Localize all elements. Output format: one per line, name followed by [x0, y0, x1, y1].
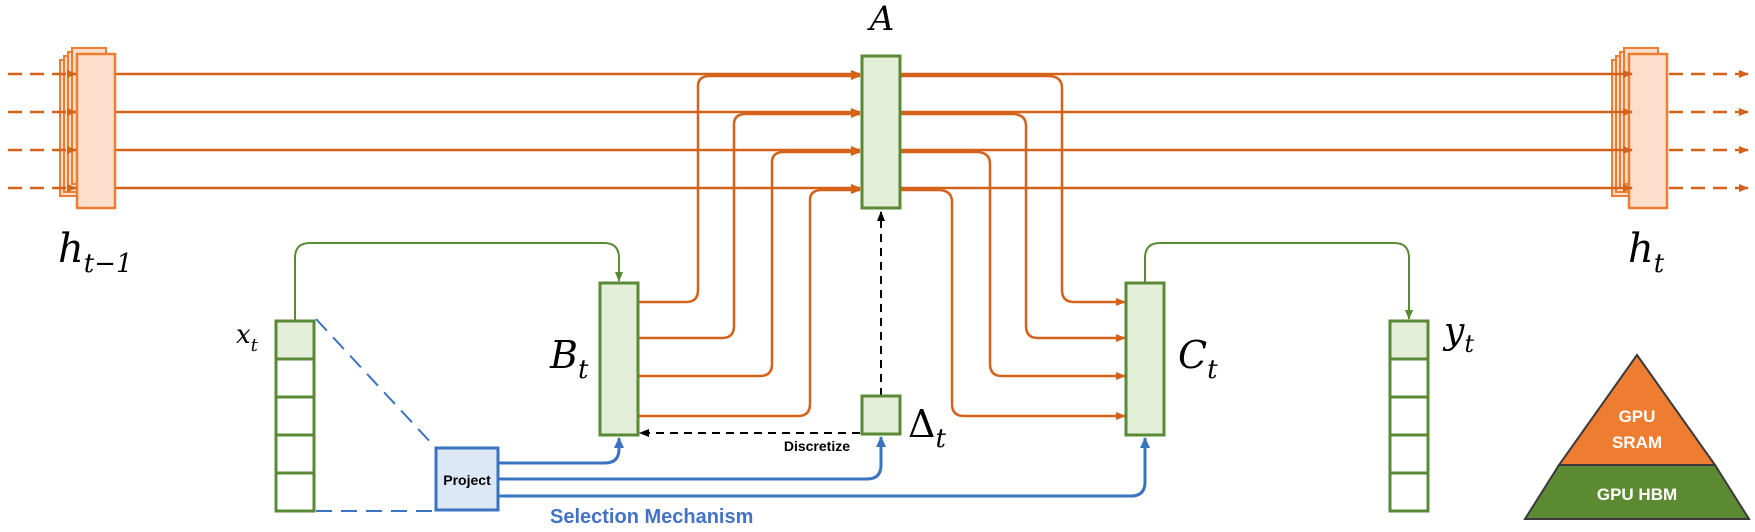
delta-label: Δt — [908, 402, 946, 454]
y-label: yt — [1442, 311, 1474, 358]
delta-box — [860, 394, 902, 436]
pyramid-sram-line1: GPU — [1619, 407, 1656, 426]
state-lines-out-of-A — [900, 70, 1633, 192]
state-to-C-arrows — [900, 74, 1126, 420]
pyramid-hbm — [1523, 464, 1751, 520]
state-lines-into-A — [116, 70, 861, 192]
B-to-state-arrows — [638, 72, 861, 418]
project-label: Project — [443, 472, 491, 488]
selection-arrows — [498, 436, 1150, 498]
projection-lines — [315, 318, 435, 512]
B-matrix — [598, 281, 640, 437]
h-next-stack — [1611, 47, 1669, 210]
x-label: xt — [236, 320, 259, 356]
C-to-y-arrow — [1144, 242, 1413, 320]
h-prev-stack — [59, 47, 117, 210]
h-prev-label: ht−1 — [58, 226, 133, 279]
discretize-label: Discretize — [784, 438, 850, 454]
C-matrix — [1124, 281, 1166, 437]
A-matrix — [860, 54, 902, 210]
C-label: Ct — [1178, 333, 1218, 385]
B-label: Bt — [549, 333, 589, 385]
h-next-label: ht — [1628, 226, 1665, 279]
gpu-memory-pyramid: GPU SRAM GPU HBM — [1523, 353, 1751, 520]
incoming-dashed-arrows — [8, 70, 77, 192]
x-to-B-arrow — [294, 242, 623, 321]
project-box — [434, 446, 500, 512]
x-vector — [274, 319, 316, 513]
y-vector — [1388, 319, 1430, 513]
pyramid-sram-line2: SRAM — [1612, 433, 1662, 452]
A-label: A — [867, 0, 895, 39]
pyramid-hbm-label: GPU HBM — [1597, 485, 1677, 504]
selection-mechanism-label: Selection Mechanism — [550, 506, 753, 528]
outgoing-dashed-arrows — [1669, 70, 1749, 192]
